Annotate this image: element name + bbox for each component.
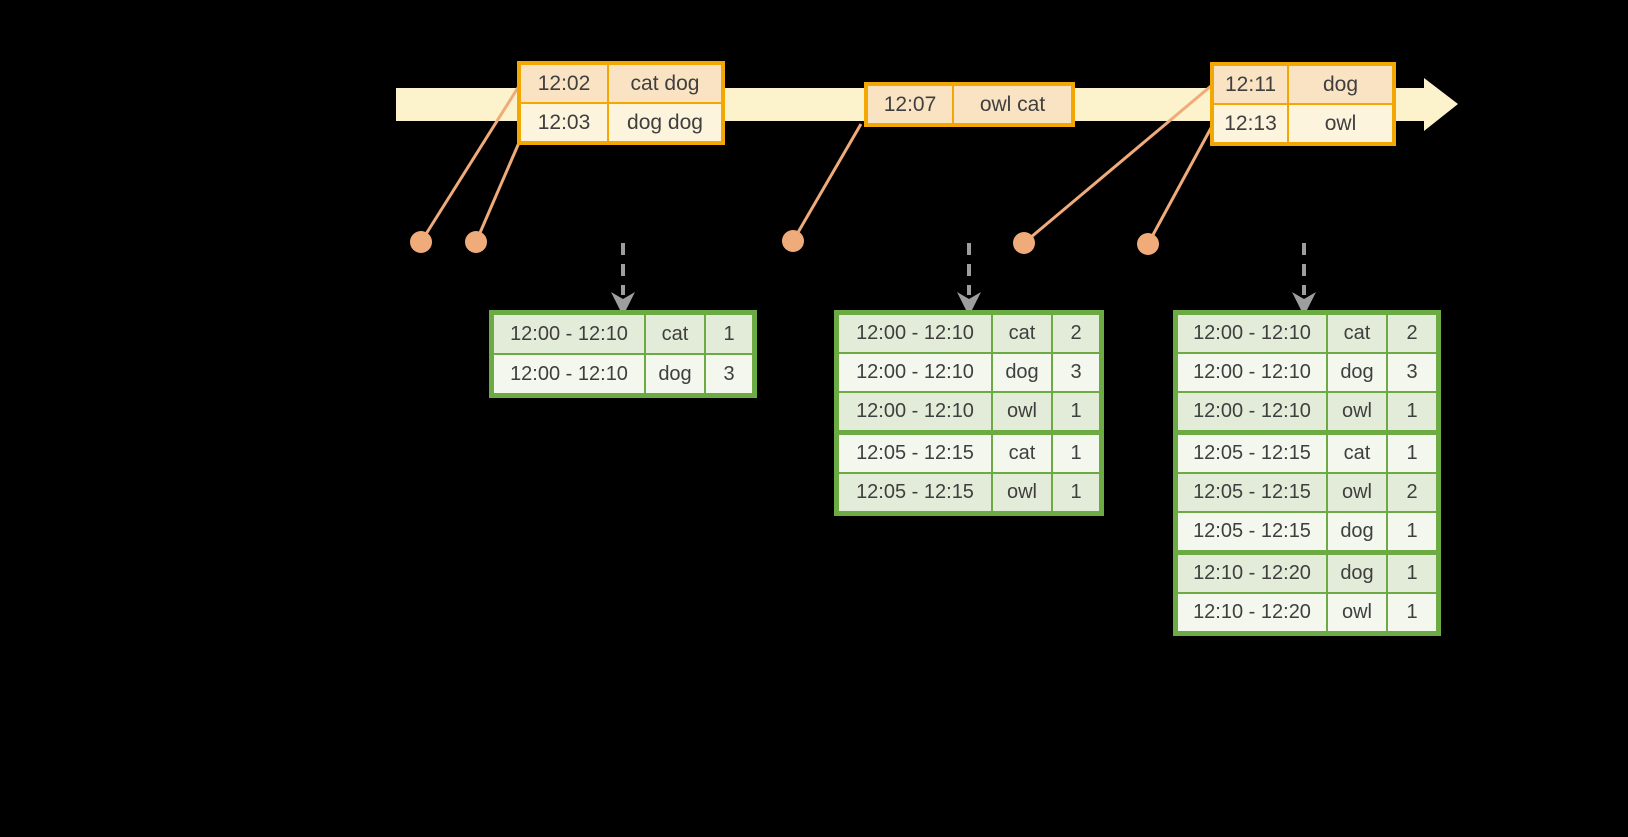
event-dot — [782, 230, 804, 252]
table-cell: cat — [991, 311, 1053, 354]
event-connector-line — [419, 85, 521, 243]
trigger-arrows — [611, 243, 1316, 316]
table-cell: 12:00 - 12:10 — [1174, 352, 1328, 393]
table-cell: 12:00 - 12:10 — [490, 353, 646, 397]
event-dot — [465, 231, 487, 253]
table-cell: 12:00 - 12:10 — [1174, 311, 1328, 354]
table-cell: 12:03 — [518, 102, 609, 144]
table-cell: 12:11 — [1211, 63, 1289, 105]
table-cell: dog — [991, 352, 1053, 393]
table-cell: 2 — [1386, 472, 1440, 513]
event-dot — [1013, 232, 1035, 254]
table-cell: 3 — [704, 353, 756, 397]
table-cell: cat — [1326, 311, 1388, 354]
table-cell: owl — [1326, 391, 1388, 434]
table-cell: 12:00 - 12:10 — [490, 311, 646, 355]
table-cell: 1 — [1386, 592, 1440, 635]
event-dot — [410, 231, 432, 253]
table-cell: 1 — [704, 311, 756, 355]
event-connectors — [419, 84, 1213, 245]
table-cell: cat — [991, 430, 1053, 474]
table-cell: cat dog — [607, 62, 724, 104]
table-cell: 12:07 — [865, 83, 954, 126]
table-cell: owl — [991, 472, 1053, 515]
table-cell: cat — [1326, 430, 1388, 474]
table-cell: 12:05 - 12:15 — [835, 430, 993, 474]
table-cell: 1 — [1051, 430, 1103, 474]
table-cell: 1 — [1386, 511, 1440, 554]
table-cell: 1 — [1386, 391, 1440, 434]
table-cell: 12:10 - 12:20 — [1174, 550, 1328, 594]
trigger-arrowhead-icon — [1292, 292, 1316, 316]
table-cell: 12:02 — [518, 62, 609, 104]
table-cell: dog — [1326, 352, 1388, 393]
table-cell: 1 — [1051, 391, 1103, 434]
table-cell: 1 — [1386, 430, 1440, 474]
table-cell: cat — [644, 311, 706, 355]
table-cell: 12:00 - 12:10 — [835, 352, 993, 393]
table-cell: owl — [1326, 592, 1388, 635]
table-cell: 3 — [1386, 352, 1440, 393]
table-cell: dog — [644, 353, 706, 397]
table-cell: 12:00 - 12:10 — [835, 391, 993, 434]
table-cell: 12:05 - 12:15 — [1174, 430, 1328, 474]
table-cell: owl cat — [952, 83, 1074, 126]
table-cell: 1 — [1386, 550, 1440, 594]
table-cell: owl — [991, 391, 1053, 434]
trigger-arrowhead-icon — [957, 292, 981, 316]
table-cell: 12:05 - 12:15 — [1174, 472, 1328, 513]
table-cell: 3 — [1051, 352, 1103, 393]
table-cell: 12:10 - 12:20 — [1174, 592, 1328, 635]
table-cell: 1 — [1051, 472, 1103, 515]
trigger-arrowhead-icon — [611, 292, 635, 316]
table-cell: 12:05 - 12:15 — [1174, 511, 1328, 554]
table-cell: 12:00 - 12:10 — [1174, 391, 1328, 434]
event-connector-line — [474, 137, 523, 243]
table-cell: dog — [1326, 550, 1388, 594]
event-connector-line — [1023, 84, 1212, 245]
table-cell: 12:00 - 12:10 — [835, 311, 993, 354]
table-cell: owl — [1287, 103, 1395, 145]
event-dot — [1137, 233, 1159, 255]
event-connector-line — [1146, 127, 1213, 245]
table-cell: 12:13 — [1211, 103, 1289, 145]
table-cell: owl — [1326, 472, 1388, 513]
table-cell: dog — [1287, 63, 1395, 105]
table-cell: dog dog — [607, 102, 724, 144]
table-cell: 12:05 - 12:15 — [835, 472, 993, 515]
timeline-arrowhead-icon — [1424, 78, 1458, 131]
table-cell: 2 — [1386, 311, 1440, 354]
table-cell: 2 — [1051, 311, 1103, 354]
event-connector-line — [791, 123, 863, 242]
table-cell: dog — [1326, 511, 1388, 554]
